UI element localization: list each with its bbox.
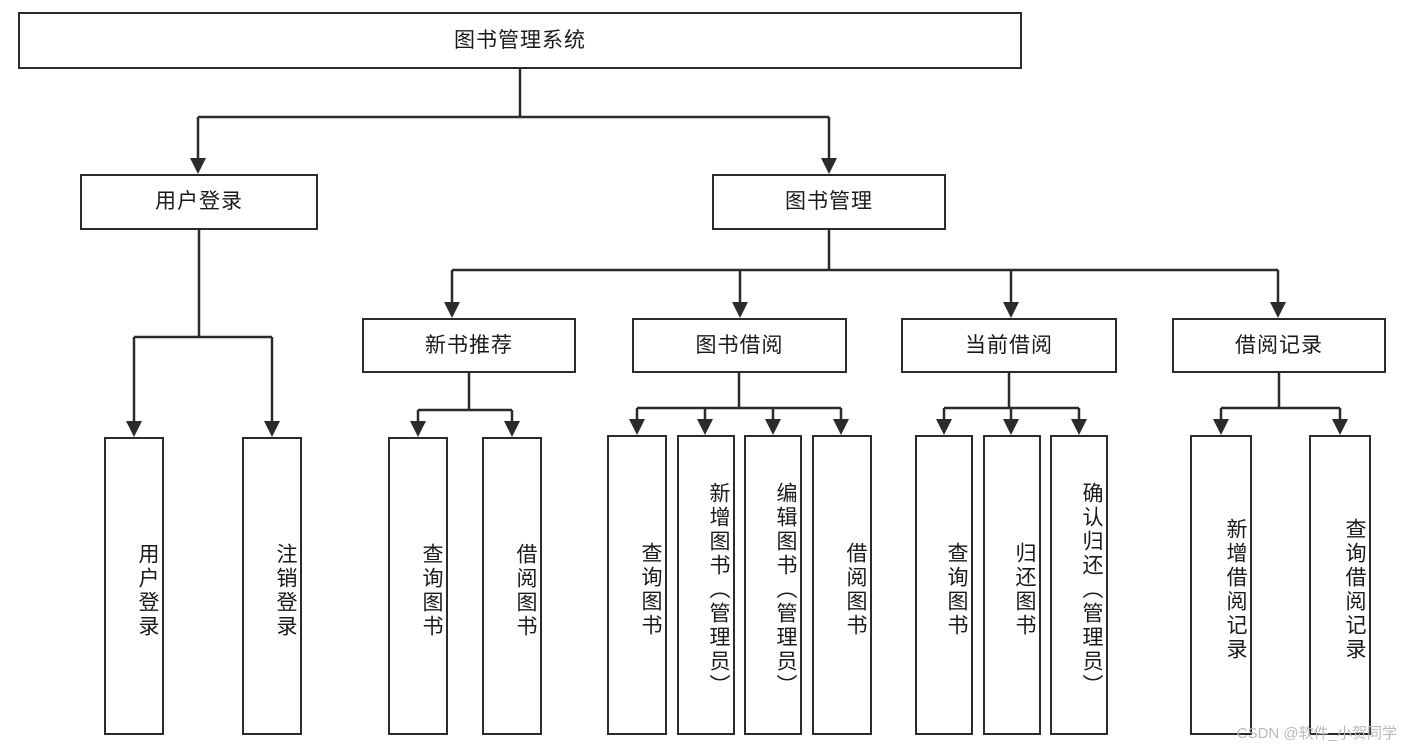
current-branch-0-head	[936, 419, 952, 435]
node-label: 借阅记录	[1235, 333, 1323, 357]
node-leaf-leaf-query-book-borrow[interactable]: 查询图书	[607, 435, 667, 735]
node-label: 归还图书	[1013, 542, 1036, 638]
node-leaf-leaf-query-book-rec[interactable]: 查询图书	[388, 437, 448, 735]
node-label: 新增图书（管理员）	[707, 482, 730, 698]
node-label: 用户登录	[155, 190, 243, 214]
node-label: 新增借阅记录	[1224, 518, 1247, 662]
node-l2-current-borrow[interactable]: 当前借阅	[901, 318, 1117, 373]
node-leaf-leaf-add-book[interactable]: 新增图书（管理员）	[677, 435, 735, 735]
node-label: 查询图书	[945, 542, 968, 638]
node-leaf-leaf-return-book[interactable]: 归还图书	[983, 435, 1041, 735]
borrow-branch-2-head	[765, 419, 781, 435]
node-label: 新书推荐	[425, 333, 513, 357]
record-branch-1-head	[1332, 419, 1348, 435]
node-label: 查询图书	[639, 542, 662, 638]
node-l2-book-borrow[interactable]: 图书借阅	[632, 318, 847, 373]
manage-branch-0-head	[444, 302, 460, 318]
node-label: 注销登录	[274, 543, 297, 639]
borrow-branch-3-head	[833, 419, 849, 435]
node-label: 查询借阅记录	[1343, 518, 1366, 662]
node-leaf-leaf-edit-book[interactable]: 编辑图书（管理员）	[744, 435, 802, 735]
user-branch-0-head	[126, 421, 142, 437]
node-label: 查询图书	[420, 543, 443, 639]
node-l2-borrow-record[interactable]: 借阅记录	[1172, 318, 1386, 373]
node-leaf-leaf-query-book-current[interactable]: 查询图书	[915, 435, 973, 735]
node-label: 借阅图书	[514, 543, 537, 639]
borrow-branch-0-head	[629, 419, 645, 435]
borrow-branch-1-head	[697, 419, 713, 435]
node-label: 当前借阅	[965, 333, 1053, 357]
user-branch-1-head	[264, 421, 280, 437]
manage-branch-3-head	[1270, 302, 1286, 318]
manage-branch-1-head	[732, 302, 748, 318]
rec-branch-0-head	[410, 421, 426, 437]
node-leaf-leaf-add-record[interactable]: 新增借阅记录	[1190, 435, 1252, 735]
node-l1-book-manage[interactable]: 图书管理	[712, 174, 946, 230]
node-label: 用户登录	[136, 543, 159, 639]
node-label: 图书管理系统	[454, 28, 586, 52]
csdn-watermark: CSDN @软件_小贺同学	[1236, 725, 1397, 742]
rec-branch-1-head	[504, 421, 520, 437]
current-branch-2-head	[1071, 419, 1087, 435]
node-label: 图书管理	[785, 190, 873, 214]
node-leaf-leaf-borrow-book-rec[interactable]: 借阅图书	[482, 437, 542, 735]
record-branch-0-head	[1213, 419, 1229, 435]
node-l1-user-login[interactable]: 用户登录	[80, 174, 318, 230]
node-label: 确认归还（管理员）	[1080, 482, 1103, 698]
manage-branch-2-head	[1003, 302, 1019, 318]
node-l2-new-book-recommend[interactable]: 新书推荐	[362, 318, 576, 373]
node-leaf-leaf-user-login[interactable]: 用户登录	[104, 437, 164, 735]
node-leaf-leaf-confirm-return[interactable]: 确认归还（管理员）	[1050, 435, 1108, 735]
node-label: 借阅图书	[844, 542, 867, 638]
node-label: 图书借阅	[695, 333, 784, 357]
node-label: 编辑图书（管理员）	[774, 482, 797, 698]
current-branch-1-head	[1003, 419, 1019, 435]
root-branch-1-head	[821, 158, 837, 174]
node-leaf-leaf-user-logout[interactable]: 注销登录	[242, 437, 302, 735]
node-leaf-leaf-borrow-book[interactable]: 借阅图书	[812, 435, 872, 735]
node-leaf-leaf-query-record[interactable]: 查询借阅记录	[1309, 435, 1371, 735]
root-branch-0-head	[190, 158, 206, 174]
node-root-root[interactable]: 图书管理系统	[18, 12, 1022, 69]
